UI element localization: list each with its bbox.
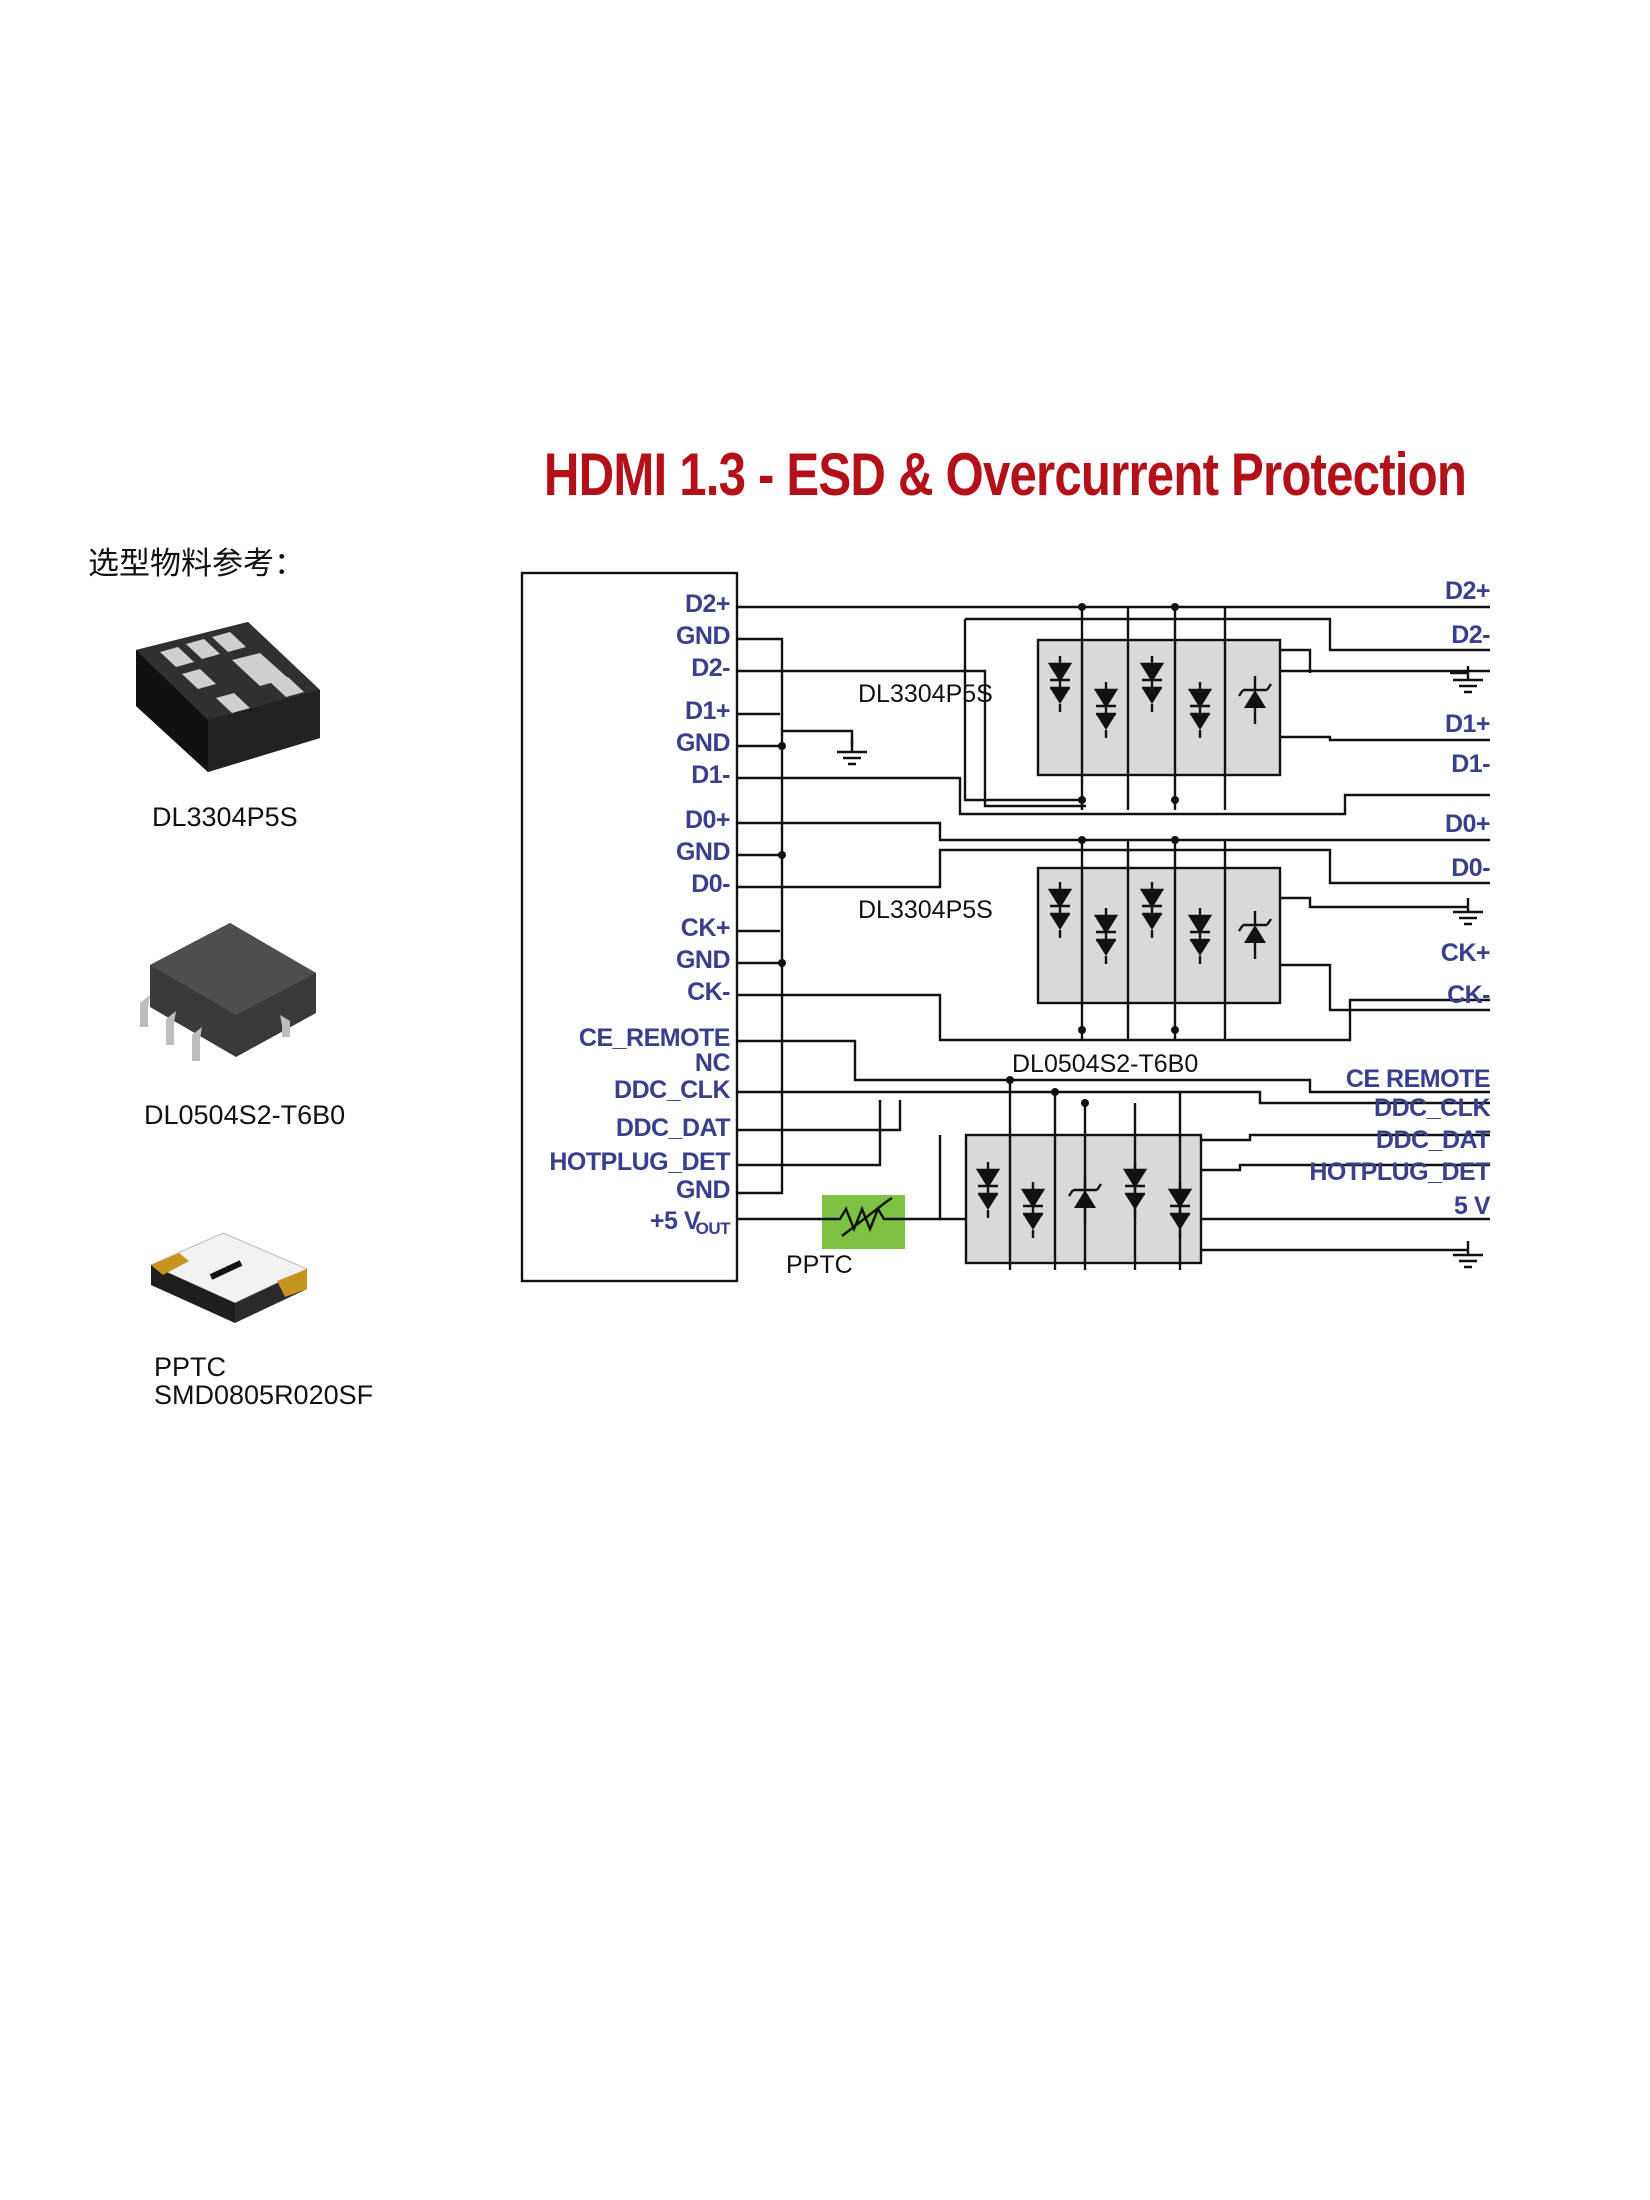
pin-d0-minus: D0- xyxy=(691,870,730,898)
out-ck-minus: CK- xyxy=(1447,981,1490,1009)
out-ce-remote: CE REMOTE xyxy=(1346,1065,1490,1093)
out-d2-minus: D2- xyxy=(1451,621,1490,649)
part-caption-pptc: PPTC xyxy=(154,1352,227,1382)
pin-gnd: GND xyxy=(676,838,730,866)
pptc-0805-icon xyxy=(149,1232,309,1323)
ic3-label: DL0504S2-T6B0 xyxy=(1012,1050,1198,1078)
pin-d2-plus: D2+ xyxy=(685,590,730,618)
pin-ck-minus: CK- xyxy=(687,978,730,1006)
pin-ce-remote: CE_REMOTE xyxy=(579,1024,730,1052)
pin-d0-plus: D0+ xyxy=(685,806,730,834)
out-d0-plus: D0+ xyxy=(1445,810,1490,838)
pin-5v-out: +5 V xyxy=(650,1207,701,1235)
out-d1-plus: D1+ xyxy=(1445,710,1490,738)
pin-ck-plus: CK+ xyxy=(681,914,730,942)
selection-heading: 选型物料参考： xyxy=(88,546,305,582)
pin-gnd: GND xyxy=(676,729,730,757)
pin-hotplug-det: HOTPLUG_DET xyxy=(549,1148,730,1176)
pptc-component xyxy=(822,1195,905,1249)
ic2-label: DL3304P5S xyxy=(858,896,993,924)
pin-ddc-clk: DDC_CLK xyxy=(614,1076,730,1104)
out-d2-plus: D2+ xyxy=(1445,577,1490,605)
esd-array-ic1 xyxy=(1036,638,1282,777)
pin-ddc-dat: DDC_DAT xyxy=(616,1114,730,1142)
pin-nc: NC xyxy=(695,1049,731,1077)
out-hotplug-det: HOTPLUG_DET xyxy=(1309,1158,1490,1186)
esd-array-ic2 xyxy=(1036,866,1282,1005)
dfn-package-icon xyxy=(136,622,320,772)
sot23-6-package-icon xyxy=(140,923,316,1061)
out-ddc-clk: DDC_CLK xyxy=(1374,1094,1490,1122)
pin-5v-out-subscript: OUT xyxy=(696,1219,732,1238)
out-d0-minus: D0- xyxy=(1451,854,1490,882)
out-ck-plus: CK+ xyxy=(1441,939,1490,967)
hdmi-connector xyxy=(520,571,739,1283)
out-ddc-dat: DDC_DAT xyxy=(1376,1126,1490,1154)
pin-d2-minus: D2- xyxy=(691,654,730,682)
pin-gnd: GND xyxy=(676,1176,730,1204)
part-caption-dl0504s2: DL0504S2-T6B0 xyxy=(144,1100,346,1130)
pin-d1-plus: D1+ xyxy=(685,697,730,725)
part-caption-dl3304p5s: DL3304P5S xyxy=(152,802,298,832)
out-d1-minus: D1- xyxy=(1451,750,1490,778)
pin-gnd: GND xyxy=(676,946,730,974)
pin-d1-minus: D1- xyxy=(691,761,730,789)
page-title: HDMI 1.3 - ESD & Overcurrent Protection xyxy=(543,441,1467,508)
ic1-label: DL3304P5S xyxy=(858,680,993,708)
part-caption-pptc-number: SMD0805R020SF xyxy=(154,1380,374,1410)
pptc-label: PPTC xyxy=(786,1251,853,1279)
out-5v: 5 V xyxy=(1454,1192,1491,1220)
pin-gnd: GND xyxy=(676,622,730,650)
